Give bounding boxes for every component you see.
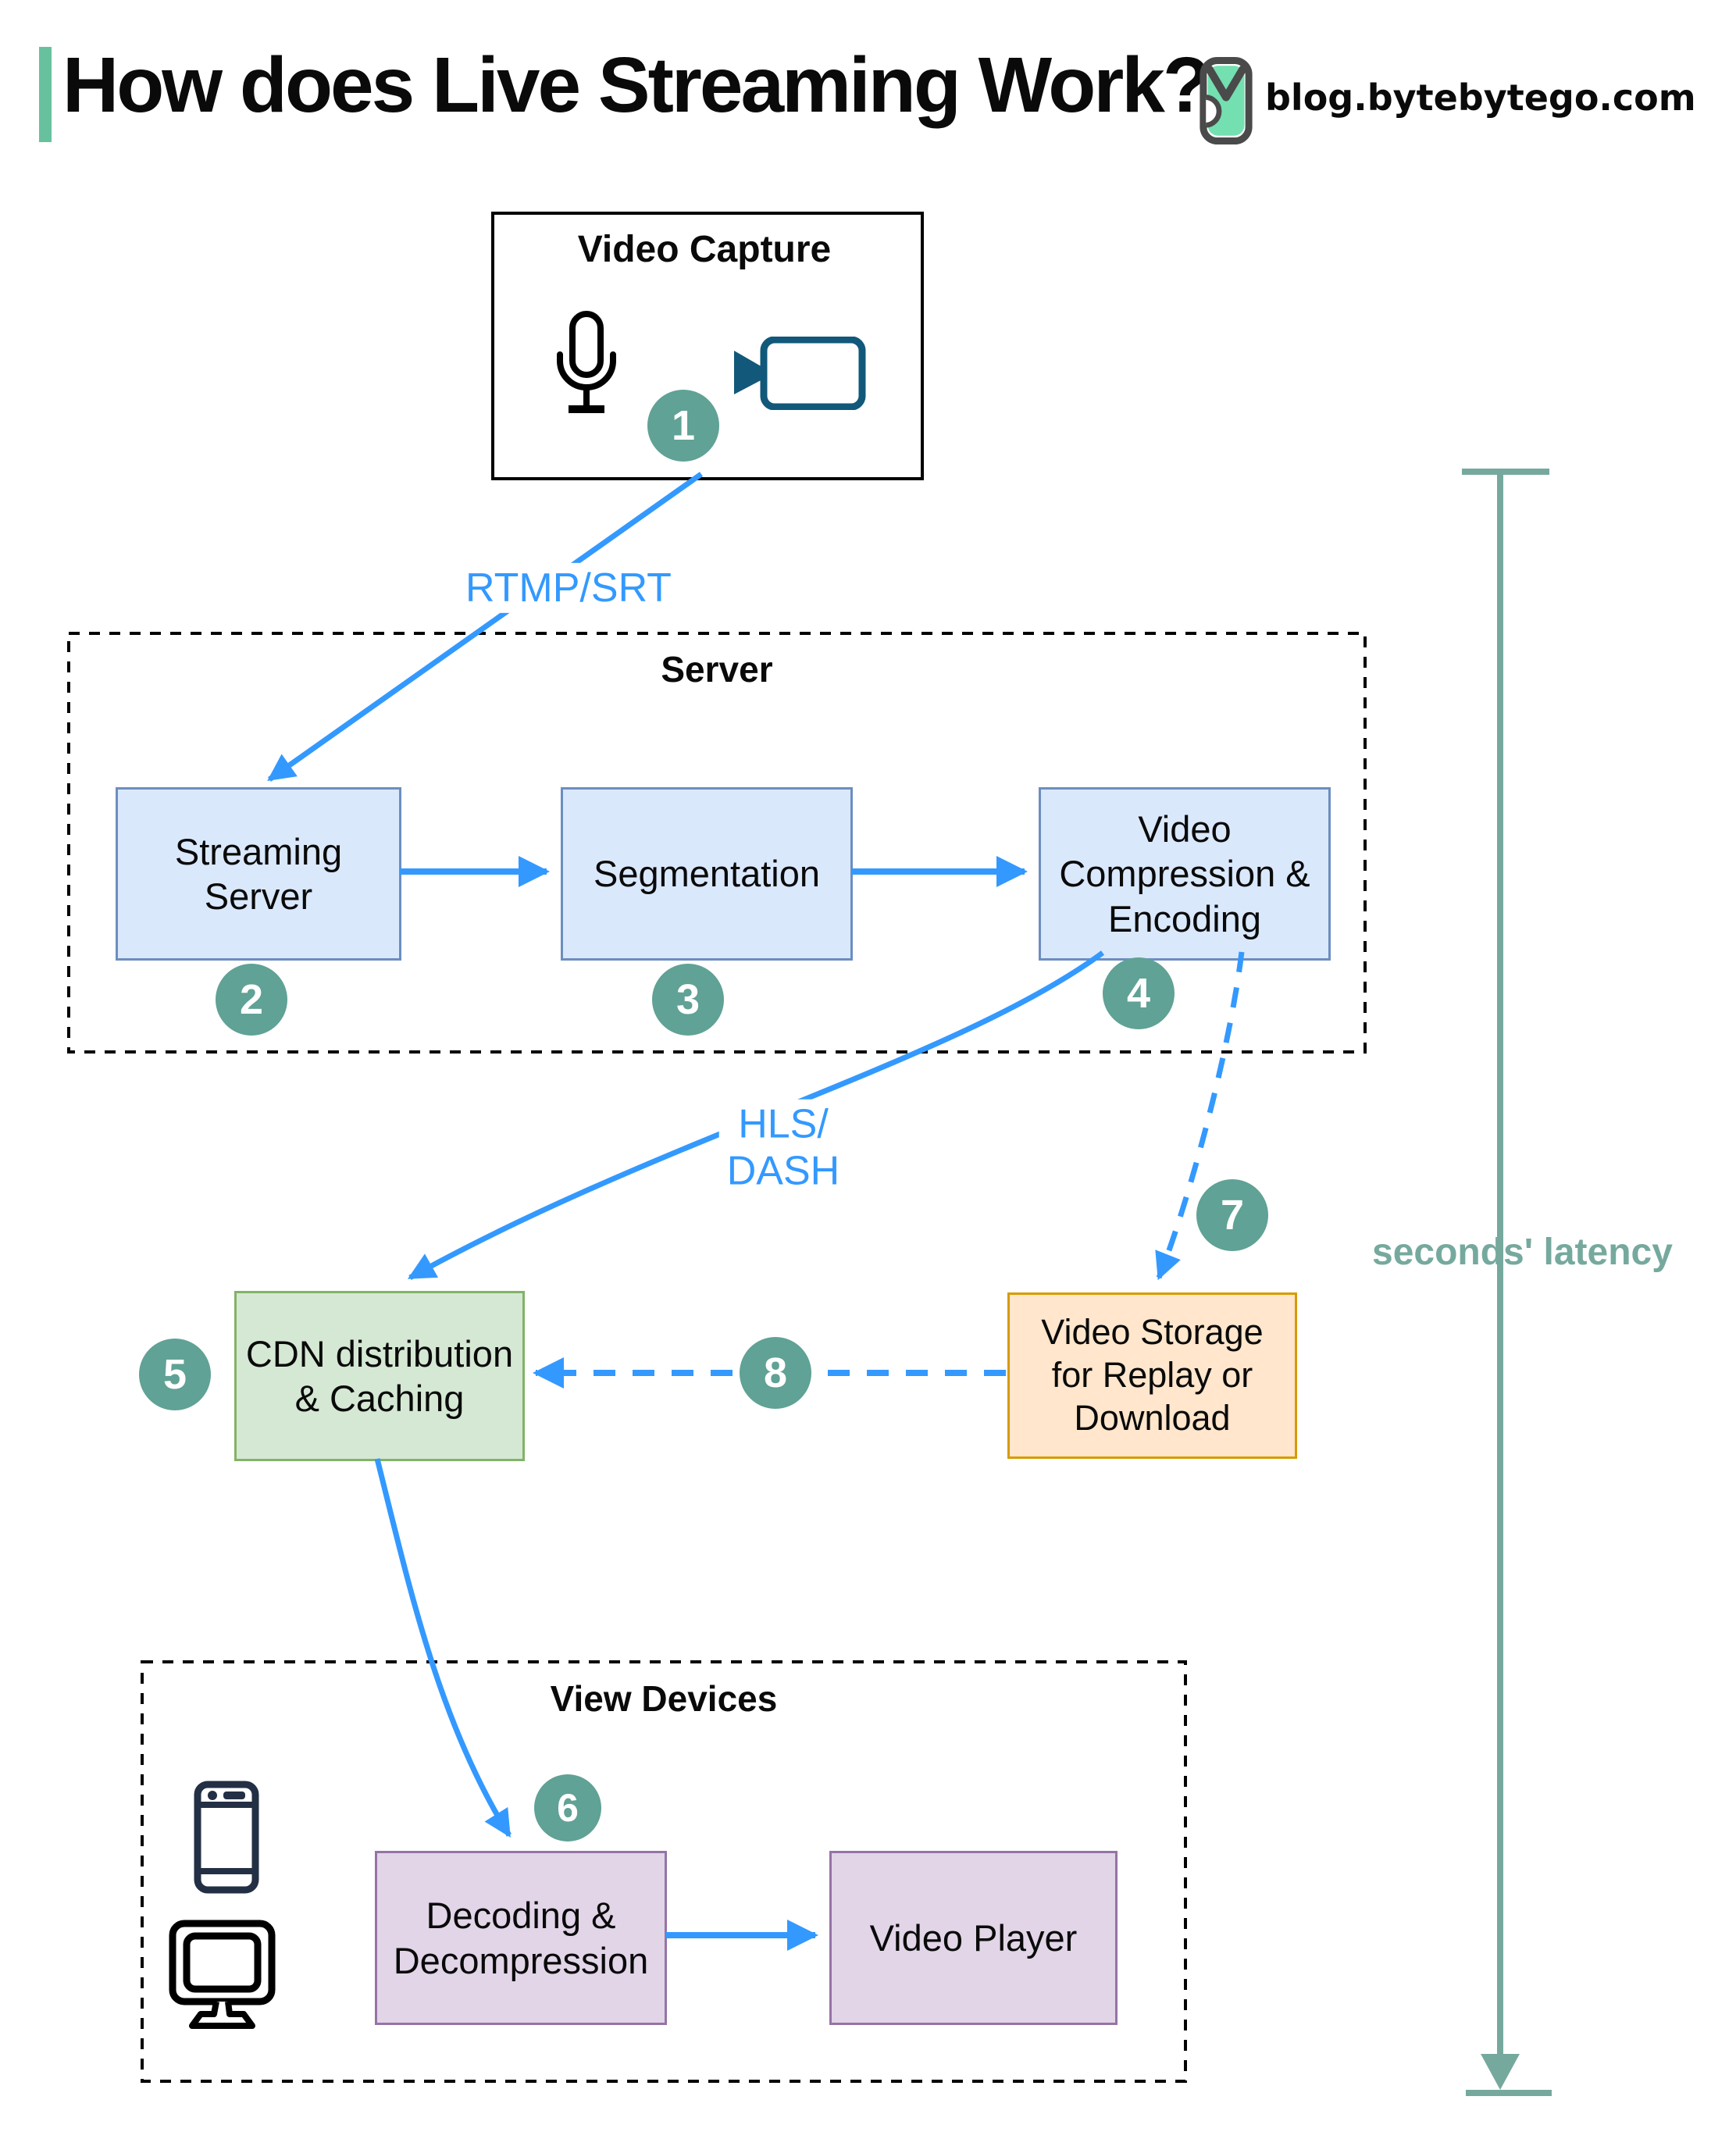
monitor-icon [169, 1920, 276, 2029]
decoding-label: Decoding & Decompression [393, 1895, 649, 1981]
cdn-label: CDN distribution & Caching [245, 1332, 514, 1419]
step-badge-3: 3 [652, 964, 724, 1036]
smartphone-icon [194, 1781, 259, 1894]
edge-rtmp [267, 472, 704, 782]
site-url: blog.bytebytego.com [1265, 77, 1696, 119]
streaming-server-label: Streaming Server [174, 830, 343, 917]
node-decoding: Decoding & Decompression [375, 1851, 667, 2025]
step-badge-1: 1 [647, 390, 719, 462]
title-accent-bar [39, 47, 52, 142]
step-badge-7: 7 [1196, 1179, 1268, 1251]
video-compression-label: Video Compression & Encoding [1059, 808, 1310, 939]
node-video-player: Video Player [829, 1851, 1118, 2025]
page-title: How does Live Streaming Work? [62, 41, 1210, 129]
video-storage-label: Video Storage for Replay or Download [1041, 1312, 1264, 1438]
segmentation-label: Segmentation [593, 853, 821, 895]
edge-compression-storage [1155, 951, 1245, 1281]
video-camera-icon [734, 337, 866, 410]
latency-measure-line [1462, 469, 1552, 2096]
step-badge-5: 5 [139, 1339, 211, 1410]
step-badge-2: 2 [216, 964, 287, 1036]
hls-dash-label: HLS/ DASH [718, 1099, 848, 1197]
view-devices-group-label: View Devices [550, 1678, 778, 1719]
server-group-label: Server [661, 649, 773, 690]
edge-cdn-decoding [374, 1458, 512, 1838]
step-badge-8: 8 [740, 1337, 811, 1409]
bytebytego-owl-icon [1200, 57, 1253, 144]
seconds-latency-label: seconds' latency [1372, 1232, 1673, 1273]
node-video-compression: Video Compression & Encoding [1039, 787, 1331, 961]
step-badge-4: 4 [1103, 957, 1175, 1029]
server-group-frame [67, 632, 1367, 1054]
microphone-icon [557, 311, 616, 413]
node-video-storage: Video Storage for Replay or Download [1007, 1292, 1297, 1459]
video-capture-label: Video Capture [577, 229, 832, 270]
rtmp-srt-label: RTMP/SRT [458, 562, 679, 614]
step-badge-6: 6 [534, 1774, 601, 1841]
video-player-label: Video Player [869, 1916, 1078, 1959]
node-streaming-server: Streaming Server [116, 787, 401, 961]
